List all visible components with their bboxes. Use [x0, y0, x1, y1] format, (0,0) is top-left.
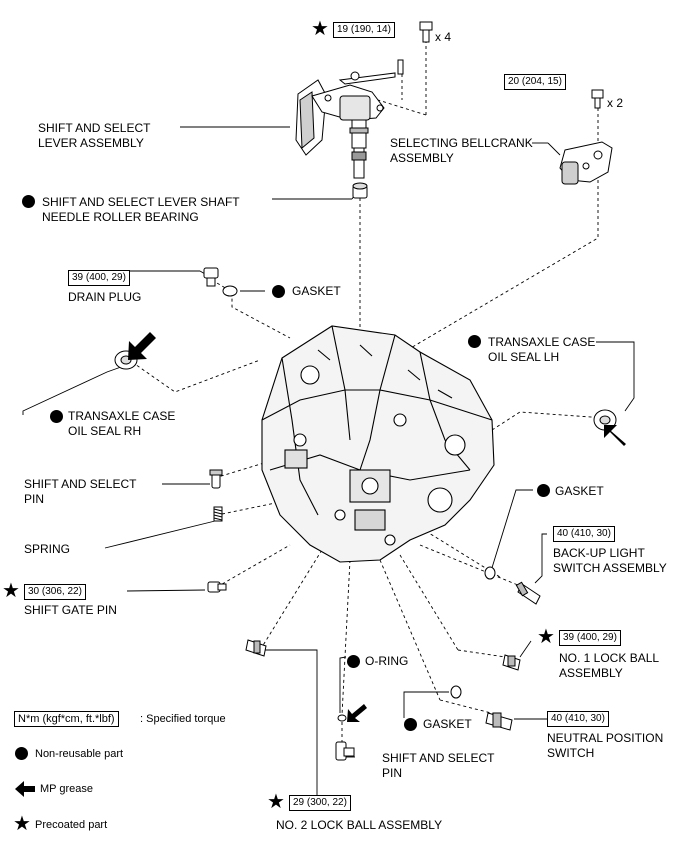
- non-reusable-dot-icon-o-ring: [347, 655, 360, 668]
- no1-lock-ball-drawing: [502, 654, 521, 671]
- label-drain-plug: DRAIN PLUG: [68, 290, 142, 304]
- drain-gasket-drawing: [222, 285, 238, 297]
- legend-non-reusable-text: Non-reusable part: [35, 748, 124, 760]
- legend-mp-grease-text: MP grease: [40, 783, 93, 795]
- label-neutral-position-switch: NEUTRAL POSITION SWITCH: [547, 731, 664, 760]
- label-shift-select-lever-assembly: SHIFT AND SELECT LEVER ASSEMBLY: [38, 121, 151, 150]
- bolt-top-19: [419, 21, 433, 43]
- spring-drawing: [213, 506, 223, 522]
- quantity-x2: x 2: [607, 96, 624, 110]
- legend-star-icon: ★: [13, 813, 31, 835]
- label-o-ring: O-RING: [365, 654, 409, 668]
- torque-box-19: 19 (190, 14): [333, 22, 395, 38]
- torque-box-39-drain: 39 (400, 29): [68, 270, 130, 286]
- precoated-star-icon-29: ★: [267, 791, 285, 813]
- backup-light-switch-drawing: [515, 581, 541, 605]
- torque-box-20: 20 (204, 15): [504, 74, 566, 90]
- non-reusable-dot-icon-bearing: [22, 195, 35, 208]
- label-gasket-backup: GASKET: [555, 484, 604, 498]
- precoated-star-icon-19: ★: [311, 18, 329, 40]
- shift-select-pin-bottom-drawing: [335, 741, 355, 761]
- label-needle-roller-bearing: SHIFT AND SELECT LEVER SHAFT NEEDLE ROLL…: [42, 195, 240, 224]
- label-no1-lock-ball: NO. 1 LOCK BALL ASSEMBLY: [559, 651, 660, 680]
- bolt-top-20: [591, 89, 604, 109]
- label-gasket-neutral: GASKET: [423, 717, 472, 731]
- label-oil-seal-rh: TRANSAXLE CASE OIL SEAL RH: [68, 409, 176, 438]
- backup-gasket-drawing: [484, 566, 496, 580]
- torque-box-30: 30 (306, 22): [24, 584, 86, 600]
- legend-arrow-icon: [15, 781, 35, 797]
- transaxle-case-drawing: [261, 325, 495, 563]
- shift-gate-pin-drawing: [207, 581, 227, 593]
- shift-select-pin-top-drawing: [209, 469, 223, 489]
- precoated-star-icon-39: ★: [537, 626, 555, 648]
- no2-lock-ball-drawing: [245, 639, 267, 657]
- legend-non-reusable-dot-icon: [15, 747, 28, 760]
- label-selecting-bellcrank: SELECTING BELLCRANK ASSEMBLY: [390, 136, 533, 165]
- non-reusable-dot-icon-oil-seal-rh: [50, 410, 63, 423]
- label-shift-select-pin-bottom: SHIFT AND SELECT PIN: [382, 751, 495, 780]
- selecting-bellcrank-drawing: [559, 141, 613, 185]
- neutral-position-switch-drawing: [485, 712, 513, 731]
- o-ring-drawing: [337, 714, 347, 722]
- label-shift-select-pin-top: SHIFT AND SELECT PIN: [24, 477, 137, 506]
- non-reusable-dot-icon-gasket-backup: [537, 484, 550, 497]
- non-reusable-dot-icon-gasket-drain: [272, 285, 285, 298]
- torque-box-39-lock: 39 (400, 29): [559, 630, 621, 646]
- oil-seal-rh-drawing: [114, 350, 138, 370]
- torque-box-40-neutral: 40 (410, 30): [547, 711, 609, 727]
- grease-arrow-icon-oring: [347, 704, 367, 722]
- grease-arrow-icon-lh: [604, 425, 626, 446]
- label-no2-lock-ball: NO. 2 LOCK BALL ASSEMBLY: [276, 818, 443, 832]
- torque-box-40-backup: 40 (410, 30): [553, 526, 615, 542]
- non-reusable-dot-icon-gasket-neutral: [404, 718, 417, 731]
- neutral-gasket-drawing: [450, 685, 462, 699]
- torque-box-29: 29 (300, 22): [289, 795, 351, 811]
- legend-torque-text: : Specified torque: [140, 713, 226, 725]
- label-shift-gate-pin: SHIFT GATE PIN: [24, 603, 117, 617]
- quantity-x4: x 4: [435, 30, 452, 44]
- non-reusable-dot-icon-oil-seal-lh: [468, 335, 481, 348]
- label-backup-light-switch: BACK-UP LIGHT SWITCH ASSEMBLY: [553, 546, 667, 575]
- drain-plug-drawing: [203, 267, 219, 287]
- legend-torque-unit: N*m (kgf*cm, ft.*lbf): [14, 711, 119, 727]
- label-oil-seal-lh: TRANSAXLE CASE OIL SEAL LH: [488, 335, 596, 364]
- label-gasket-drain: GASKET: [292, 284, 341, 298]
- precoated-star-icon-30: ★: [2, 580, 20, 602]
- label-spring: SPRING: [24, 542, 71, 556]
- needle-roller-bearing-drawing: [352, 182, 368, 199]
- shift-select-lever-drawing: [295, 59, 404, 179]
- legend-precoated-text: Precoated part: [35, 819, 108, 831]
- grease-arrow-icon-rh: [128, 332, 156, 360]
